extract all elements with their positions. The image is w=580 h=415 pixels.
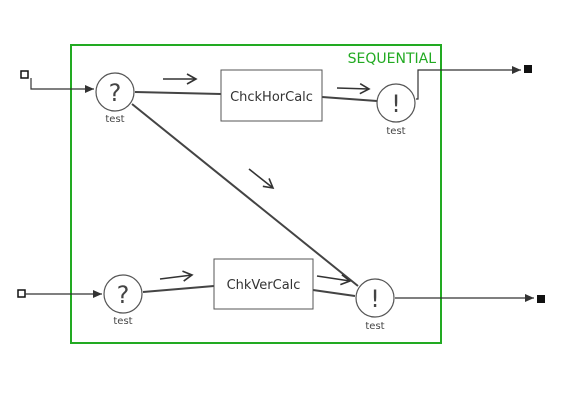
input-port-top[interactable]	[20, 70, 29, 79]
test-node-output-top-label: test	[386, 126, 405, 137]
test-node-output-bottom-circle	[355, 278, 395, 318]
process-chckhorcalc[interactable]: ChckHorCalc	[220, 69, 323, 122]
connector-test-to-chkvercalc	[142, 285, 215, 293]
connector-chkvercalc-to-test	[312, 289, 356, 297]
sequential-region	[70, 44, 442, 344]
connector-diagonal	[131, 103, 359, 287]
test-node-output-bottom-symbol: !	[370, 285, 380, 313]
test-node-output-top-circle	[376, 83, 416, 123]
connector-chckhorcalc-to-test	[321, 96, 378, 102]
test-node-input-bottom-label: test	[113, 316, 132, 327]
process-chkvercalc-label: ChkVerCalc	[227, 278, 301, 293]
test-node-input-bottom[interactable]: ? test	[103, 274, 143, 327]
flow-arrow-top-right	[336, 83, 371, 95]
flow-arrow-bottom-left	[159, 270, 194, 282]
output-port-bottom[interactable]	[537, 295, 545, 303]
flow-arrow-bottom-right	[316, 274, 352, 286]
test-node-input-top[interactable]: ? test	[95, 72, 135, 125]
process-chckhorcalc-box	[220, 69, 323, 122]
test-node-output-top-symbol: !	[391, 90, 401, 118]
flow-arrow-diagonal	[248, 168, 275, 190]
connector-input-top	[30, 78, 94, 93]
test-node-output-top[interactable]: ! test	[376, 83, 416, 137]
test-node-input-top-circle	[95, 72, 135, 112]
connector-output-top	[416, 66, 521, 100]
process-chckhorcalc-label: ChckHorCalc	[230, 90, 313, 105]
sequential-label: SEQUENTIAL	[348, 51, 437, 67]
input-port-bottom[interactable]	[17, 289, 26, 298]
process-chkvercalc[interactable]: ChkVerCalc	[213, 258, 314, 310]
connector-test-to-chckhorcalc	[134, 91, 222, 95]
test-node-input-top-symbol: ?	[109, 79, 122, 107]
test-node-output-bottom[interactable]: ! test	[355, 278, 395, 332]
test-node-output-bottom-label: test	[365, 321, 384, 332]
test-node-input-bottom-symbol: ?	[117, 281, 130, 309]
process-chkvercalc-box	[213, 258, 314, 310]
test-node-input-top-label: test	[105, 114, 124, 125]
output-port-top[interactable]	[524, 65, 532, 73]
test-node-input-bottom-circle	[103, 274, 143, 314]
